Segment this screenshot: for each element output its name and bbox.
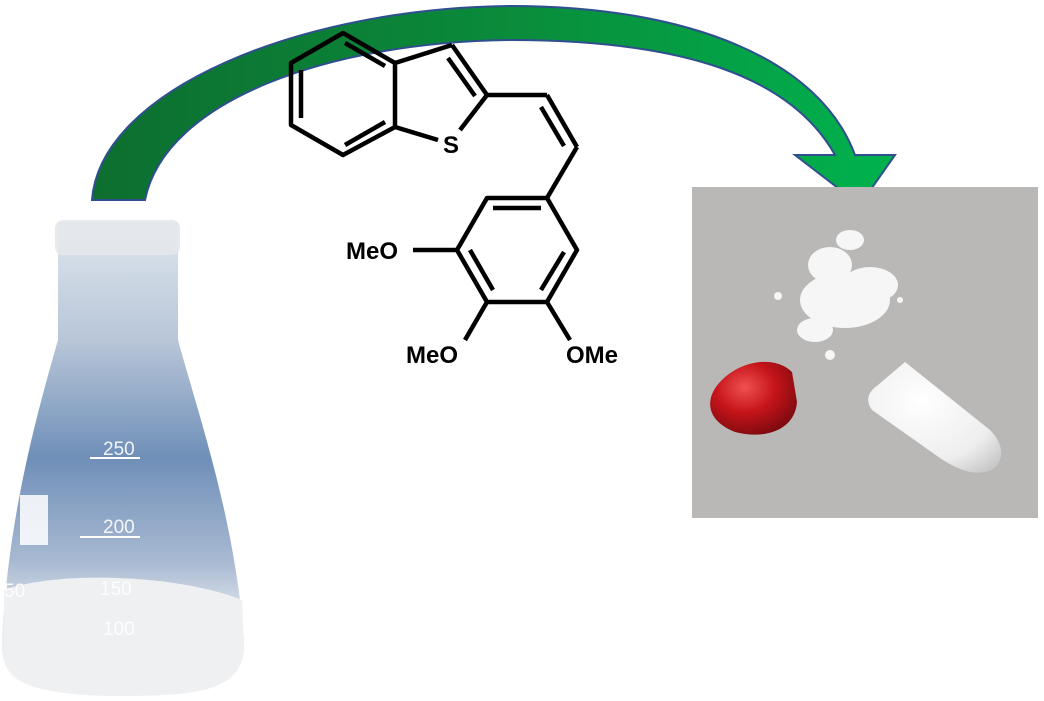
curved-arrow — [90, 4, 897, 207]
chemical-structure — [288, 30, 580, 342]
graduation-250: 250 — [103, 439, 135, 460]
sulfur-label: S — [443, 132, 459, 159]
graduation-100: 100 — [103, 619, 135, 640]
methoxy-label-2: MeO — [406, 342, 458, 369]
powder — [774, 230, 903, 360]
flask-photo: 250 200 150 100 50 — [1, 220, 245, 696]
graduation-150: 150 — [100, 579, 132, 600]
graduation-50: 50 — [4, 581, 25, 602]
methoxy-label-3: OMe — [566, 342, 618, 369]
methoxy-label-1: MeO — [346, 238, 398, 265]
capsule-white-body — [868, 362, 1002, 473]
graduation-200: 200 — [103, 517, 135, 538]
capsule-red-cap — [710, 361, 797, 435]
capsule-photo — [692, 187, 1038, 518]
